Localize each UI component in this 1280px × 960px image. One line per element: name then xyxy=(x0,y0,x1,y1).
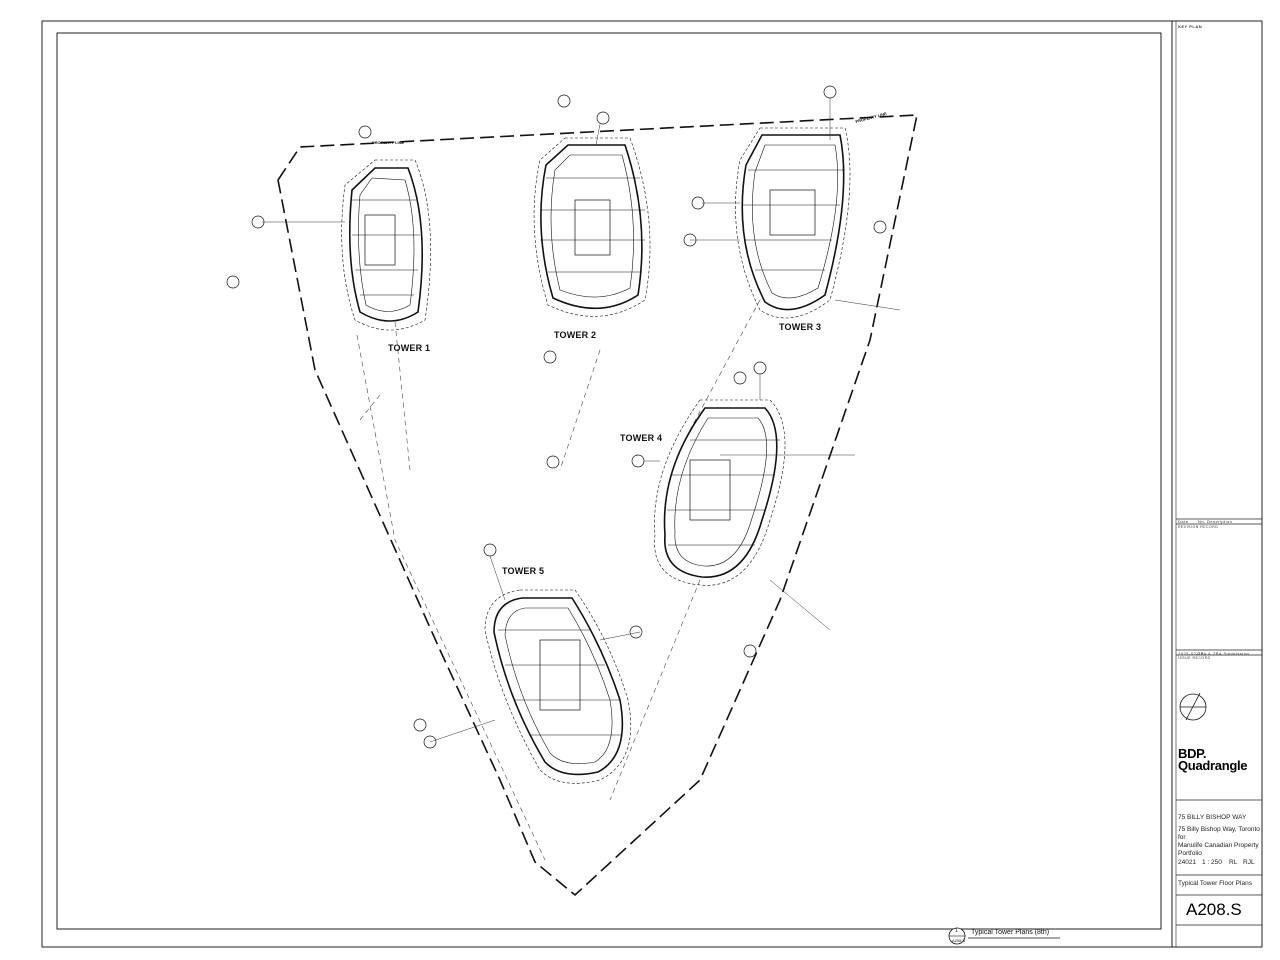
firm-logo-line-2: Quadrangle xyxy=(1178,758,1248,773)
drawing-frame xyxy=(56,32,1162,930)
tower-2-plan xyxy=(533,137,651,317)
sheet-title: Typical Tower Floor Plans xyxy=(1178,880,1252,887)
tower-1-label: TOWER 1 xyxy=(388,343,431,353)
north-arrow xyxy=(1179,692,1207,721)
tower-3-plan xyxy=(735,127,851,319)
property-line xyxy=(277,114,918,897)
tower-3-label: TOWER 3 xyxy=(779,322,822,332)
revision-description-header: Description xyxy=(1207,519,1233,524)
sheet-border xyxy=(41,20,1263,948)
project-name: 75 BILLY BISHOP WAY xyxy=(1178,814,1247,821)
revision-record-label: REVISION RECORD xyxy=(1178,525,1219,529)
issue-date: 2025-02-25 xyxy=(1178,651,1204,656)
setback-lines xyxy=(356,299,761,861)
revision-no-header: No. xyxy=(1198,519,1206,524)
firm-logo-line-1: BDP. xyxy=(1178,746,1207,761)
revision-date-header: Date xyxy=(1178,519,1189,524)
plan-title-number: 1 xyxy=(955,928,958,934)
issue-description: OPA & ZBA Submission xyxy=(1197,651,1250,656)
reviewed-by: RJL xyxy=(1243,859,1255,866)
sheet-number: A208.S xyxy=(1186,900,1242,919)
key-plan-label: KEY PLAN xyxy=(1178,24,1203,29)
project-number: 24021 xyxy=(1178,859,1197,866)
tower-4-plan xyxy=(654,399,786,586)
tower-5-plan xyxy=(484,589,632,784)
drawing-scale: 1 : 250 xyxy=(1202,859,1222,866)
section-markers xyxy=(226,85,887,749)
for-label: for xyxy=(1178,834,1186,841)
property-line-label-top: PROPERTY LINE xyxy=(372,140,405,145)
drawn-by: RL xyxy=(1229,859,1238,866)
firm-logo: BDP. Quadrangle xyxy=(1178,746,1248,773)
client-name: Manulife Canadian Property Portfolio xyxy=(1178,842,1259,857)
tower-5-label: TOWER 5 xyxy=(502,566,545,576)
plan-title-sheet: A208.S xyxy=(952,938,966,943)
dimension-lines xyxy=(262,98,901,743)
tower-1-plan xyxy=(341,159,431,331)
tower-2-label: TOWER 2 xyxy=(554,330,597,340)
project-address: 75 Billy Bishop Way, Toronto xyxy=(1178,826,1260,833)
plan-title: Typical Tower Plans (8th) xyxy=(971,929,1050,936)
issue-record-label: ISSUE RECORD xyxy=(1178,656,1211,660)
tower-4-label: TOWER 4 xyxy=(620,433,663,443)
title-block-lines xyxy=(1176,21,1263,947)
